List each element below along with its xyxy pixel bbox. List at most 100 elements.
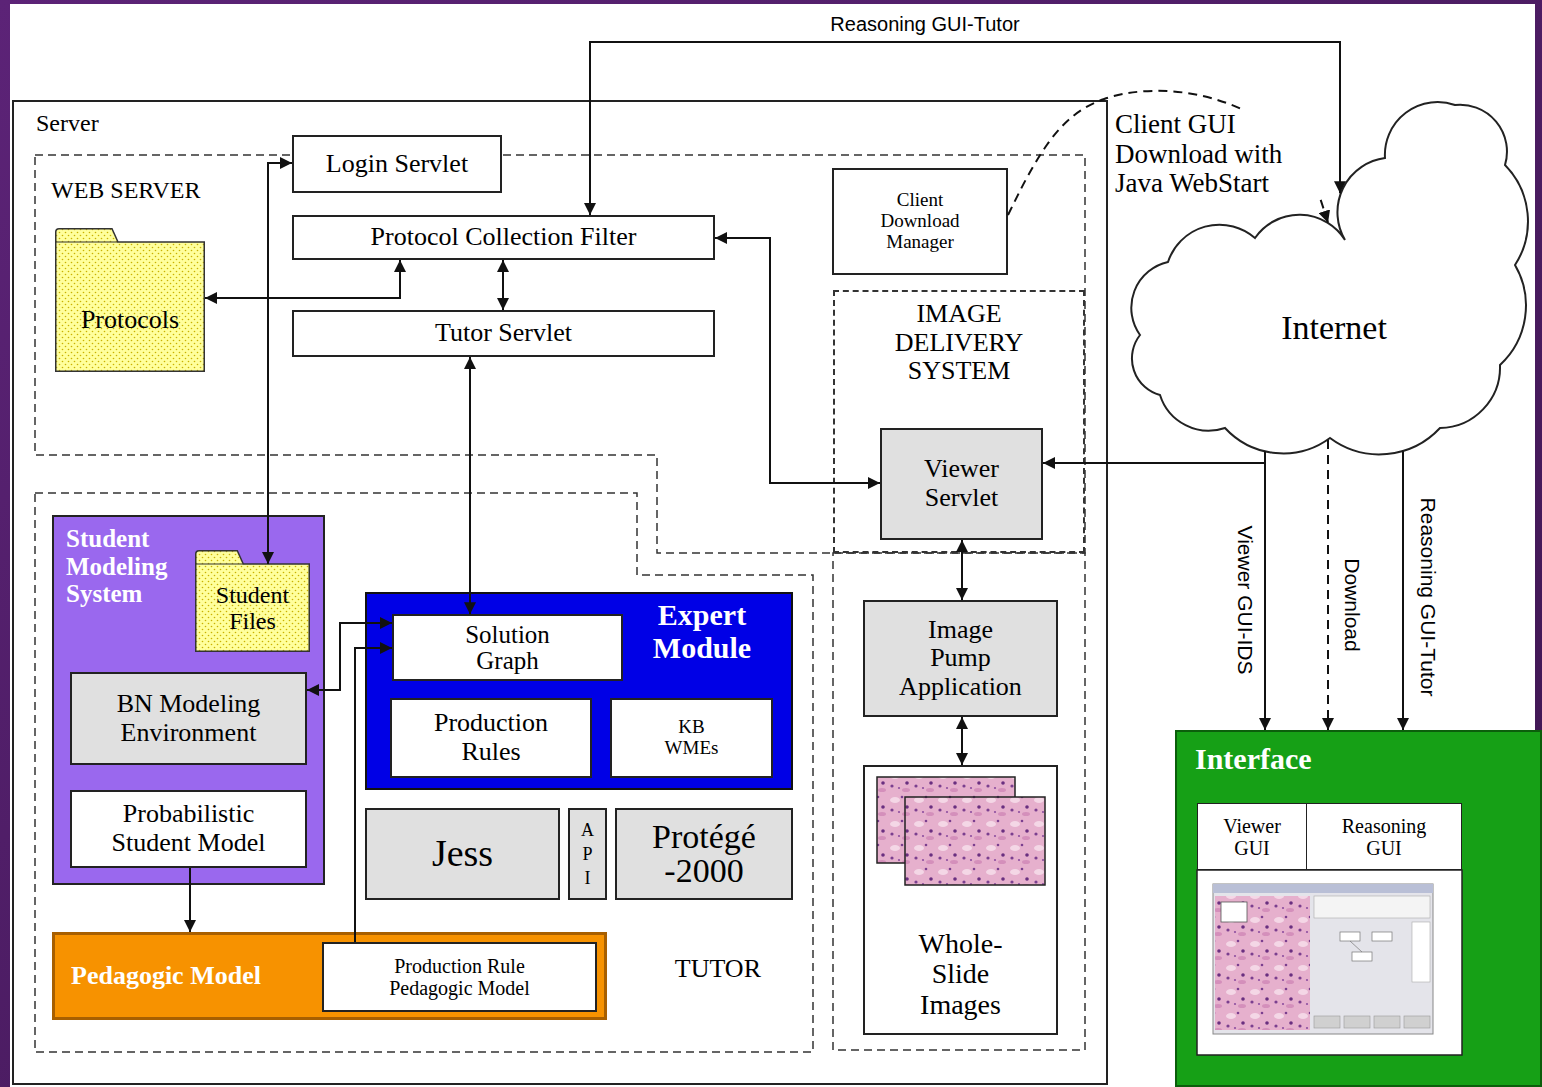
node-label: Interface (1195, 742, 1312, 775)
connector (355, 648, 392, 942)
servlet-box: Viewer Servlet (880, 428, 1043, 540)
node-outline (55, 228, 205, 372)
connector (307, 623, 392, 690)
component-box: Production Rule Pedagogic Model (322, 942, 597, 1012)
connector (590, 42, 1340, 215)
connector (205, 260, 400, 298)
gui-panel (1197, 870, 1462, 1055)
screenshot-button (1314, 1016, 1340, 1028)
edge-label: Viewer GUI-IDS (1233, 523, 1256, 678)
screenshot-thumbnail (1221, 902, 1247, 922)
library-box: Protégé -2000 (615, 808, 793, 900)
module-box: Student Modeling SystemStudent Files BN M… (52, 515, 325, 885)
node-label: Viewer GUI (1212, 815, 1292, 859)
gui-tab: Viewer GUI (1197, 803, 1307, 870)
image-delivery-region: IMAGE DELIVERY SYSTEM Viewer Servlet (833, 290, 1085, 553)
connector (1402, 451, 1404, 730)
connector (715, 238, 880, 483)
manager-box: Client Download Manager (832, 168, 1008, 275)
node-label: Solution Graph (433, 622, 583, 673)
screenshot-sidebar (1412, 922, 1430, 982)
filter-box: Protocol Collection Filter (292, 215, 715, 260)
node-label: Jess (432, 833, 493, 875)
node-label: Expert Module (627, 598, 777, 664)
tutor-region: TUTOR Student Modeling SystemStudent File… (35, 493, 813, 1052)
node-label: KB WMEs (657, 717, 727, 759)
connector (469, 357, 471, 614)
edge-label: Download (1340, 555, 1363, 654)
connector (189, 868, 191, 932)
node-label: Pedagogic Model (71, 962, 261, 991)
edge-label-holder: Client GUI Download with Java WebStart (1112, 110, 1324, 199)
slide-image (877, 777, 1015, 863)
library-box: Jess (365, 808, 560, 900)
node-label: WEB SERVER (51, 177, 200, 203)
edge-label: Reasoning GUI-Tutor (827, 13, 1022, 35)
folder-icon: Student Files (195, 550, 310, 652)
gui-tab: Reasoning GUI (1306, 803, 1462, 870)
module-box: Expert Module Solution GraphProduction Ru… (365, 592, 793, 790)
screenshot-button (1344, 1016, 1370, 1028)
slide-image (905, 797, 1045, 885)
connector (1043, 451, 1265, 463)
connector (961, 540, 963, 600)
edge-label: Reasoning GUI-Tutor (1416, 495, 1439, 700)
node-label: Login Servlet (326, 150, 468, 179)
servlet-box: Login Servlet (292, 135, 502, 193)
screenshot-node (1372, 932, 1392, 941)
region-outline (35, 493, 813, 1052)
node-label: Whole-Slide Images (911, 929, 1011, 1021)
module-box: Pedagogic Model Production Rule Pedagogic… (52, 932, 607, 1020)
connector (1327, 440, 1329, 730)
component-box: Image Pump Application (863, 600, 1058, 717)
screenshot-toolbar (1213, 884, 1433, 893)
screenshot-node (1340, 932, 1360, 941)
node-label: Protocol Collection Filter (371, 223, 637, 252)
interface-box: InterfaceViewer GUI Reasoning GUI (1175, 730, 1542, 1087)
screenshot-panel (1314, 896, 1430, 918)
node-label: Student Files (203, 582, 303, 635)
node-label: Protocols (81, 306, 179, 335)
connector (1008, 91, 1328, 223)
servlet-box: Tutor Servlet (292, 310, 715, 357)
node-label: Image Pump Application (897, 616, 1024, 702)
node-label: TUTOR (675, 955, 761, 984)
library-box: A P I (568, 808, 607, 900)
screenshot-link (1350, 941, 1362, 952)
node-label: IMAGE DELIVERY SYSTEM (867, 300, 1052, 386)
component-box: Production Rules (390, 698, 592, 778)
component-box: Solution Graph (392, 614, 623, 680)
node-label: Production Rules (416, 709, 566, 766)
folder-outline (56, 229, 205, 372)
image-store-region (833, 553, 1085, 1050)
folder-icon: Protocols (55, 228, 205, 372)
screenshot-button (1374, 1016, 1400, 1028)
node-label: Internet (1281, 309, 1387, 346)
node-label: Protégé -2000 (624, 820, 784, 888)
node-label: Client Download Manager (873, 190, 968, 253)
folder-outline (196, 551, 310, 652)
image-store-box: Whole-Slide Images (863, 765, 1058, 1035)
screenshot-node (1352, 952, 1372, 961)
component-box: BN Modeling Environment (70, 672, 307, 765)
node-label: Tutor Servlet (435, 319, 572, 348)
server-box: ServerWEB SERVERLogin ServletProtocol Co… (12, 100, 1108, 1085)
node-label: BN Modeling Environment (86, 690, 291, 747)
connector (1264, 451, 1266, 730)
connector (268, 163, 292, 564)
node-label: Production Rule Pedagogic Model (360, 955, 560, 999)
screenshot-slide (1215, 896, 1310, 1030)
connector (961, 717, 963, 765)
web-server-region: WEB SERVERLogin ServletProtocol Collecti… (35, 155, 1085, 555)
screenshot-button (1404, 1016, 1430, 1028)
folder-flap (196, 563, 244, 564)
node-label: Viewer Servlet (899, 455, 1024, 512)
folder-flap (56, 241, 118, 242)
node-label: Student Modeling System (66, 525, 191, 608)
component-box: Probabilistic Student Model (70, 790, 307, 868)
node-label: Probabilistic Student Model (81, 800, 296, 857)
component-box: KB WMEs (610, 698, 773, 778)
connector (502, 260, 504, 310)
